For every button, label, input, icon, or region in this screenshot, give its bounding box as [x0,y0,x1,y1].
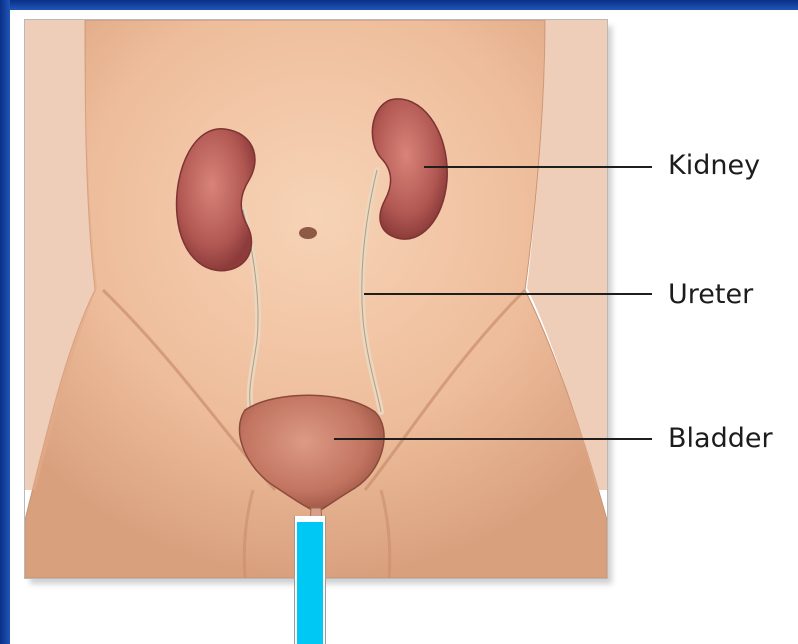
ureter-label: Ureter [668,280,753,310]
kidney-label: Kidney [668,151,760,181]
slide-frame-top [0,0,798,10]
bladder-label: Bladder [668,424,773,454]
urethra-marker [294,516,326,644]
urethra-marker-fill [297,522,323,644]
slide-frame-left [0,0,10,644]
anatomy-illustration [24,19,608,579]
urinary-system-drawing [25,20,607,578]
bladder-pointer-line [334,438,652,440]
ureter-pointer-line [364,293,652,295]
kidney-pointer-line [424,166,652,168]
navel [299,227,317,239]
